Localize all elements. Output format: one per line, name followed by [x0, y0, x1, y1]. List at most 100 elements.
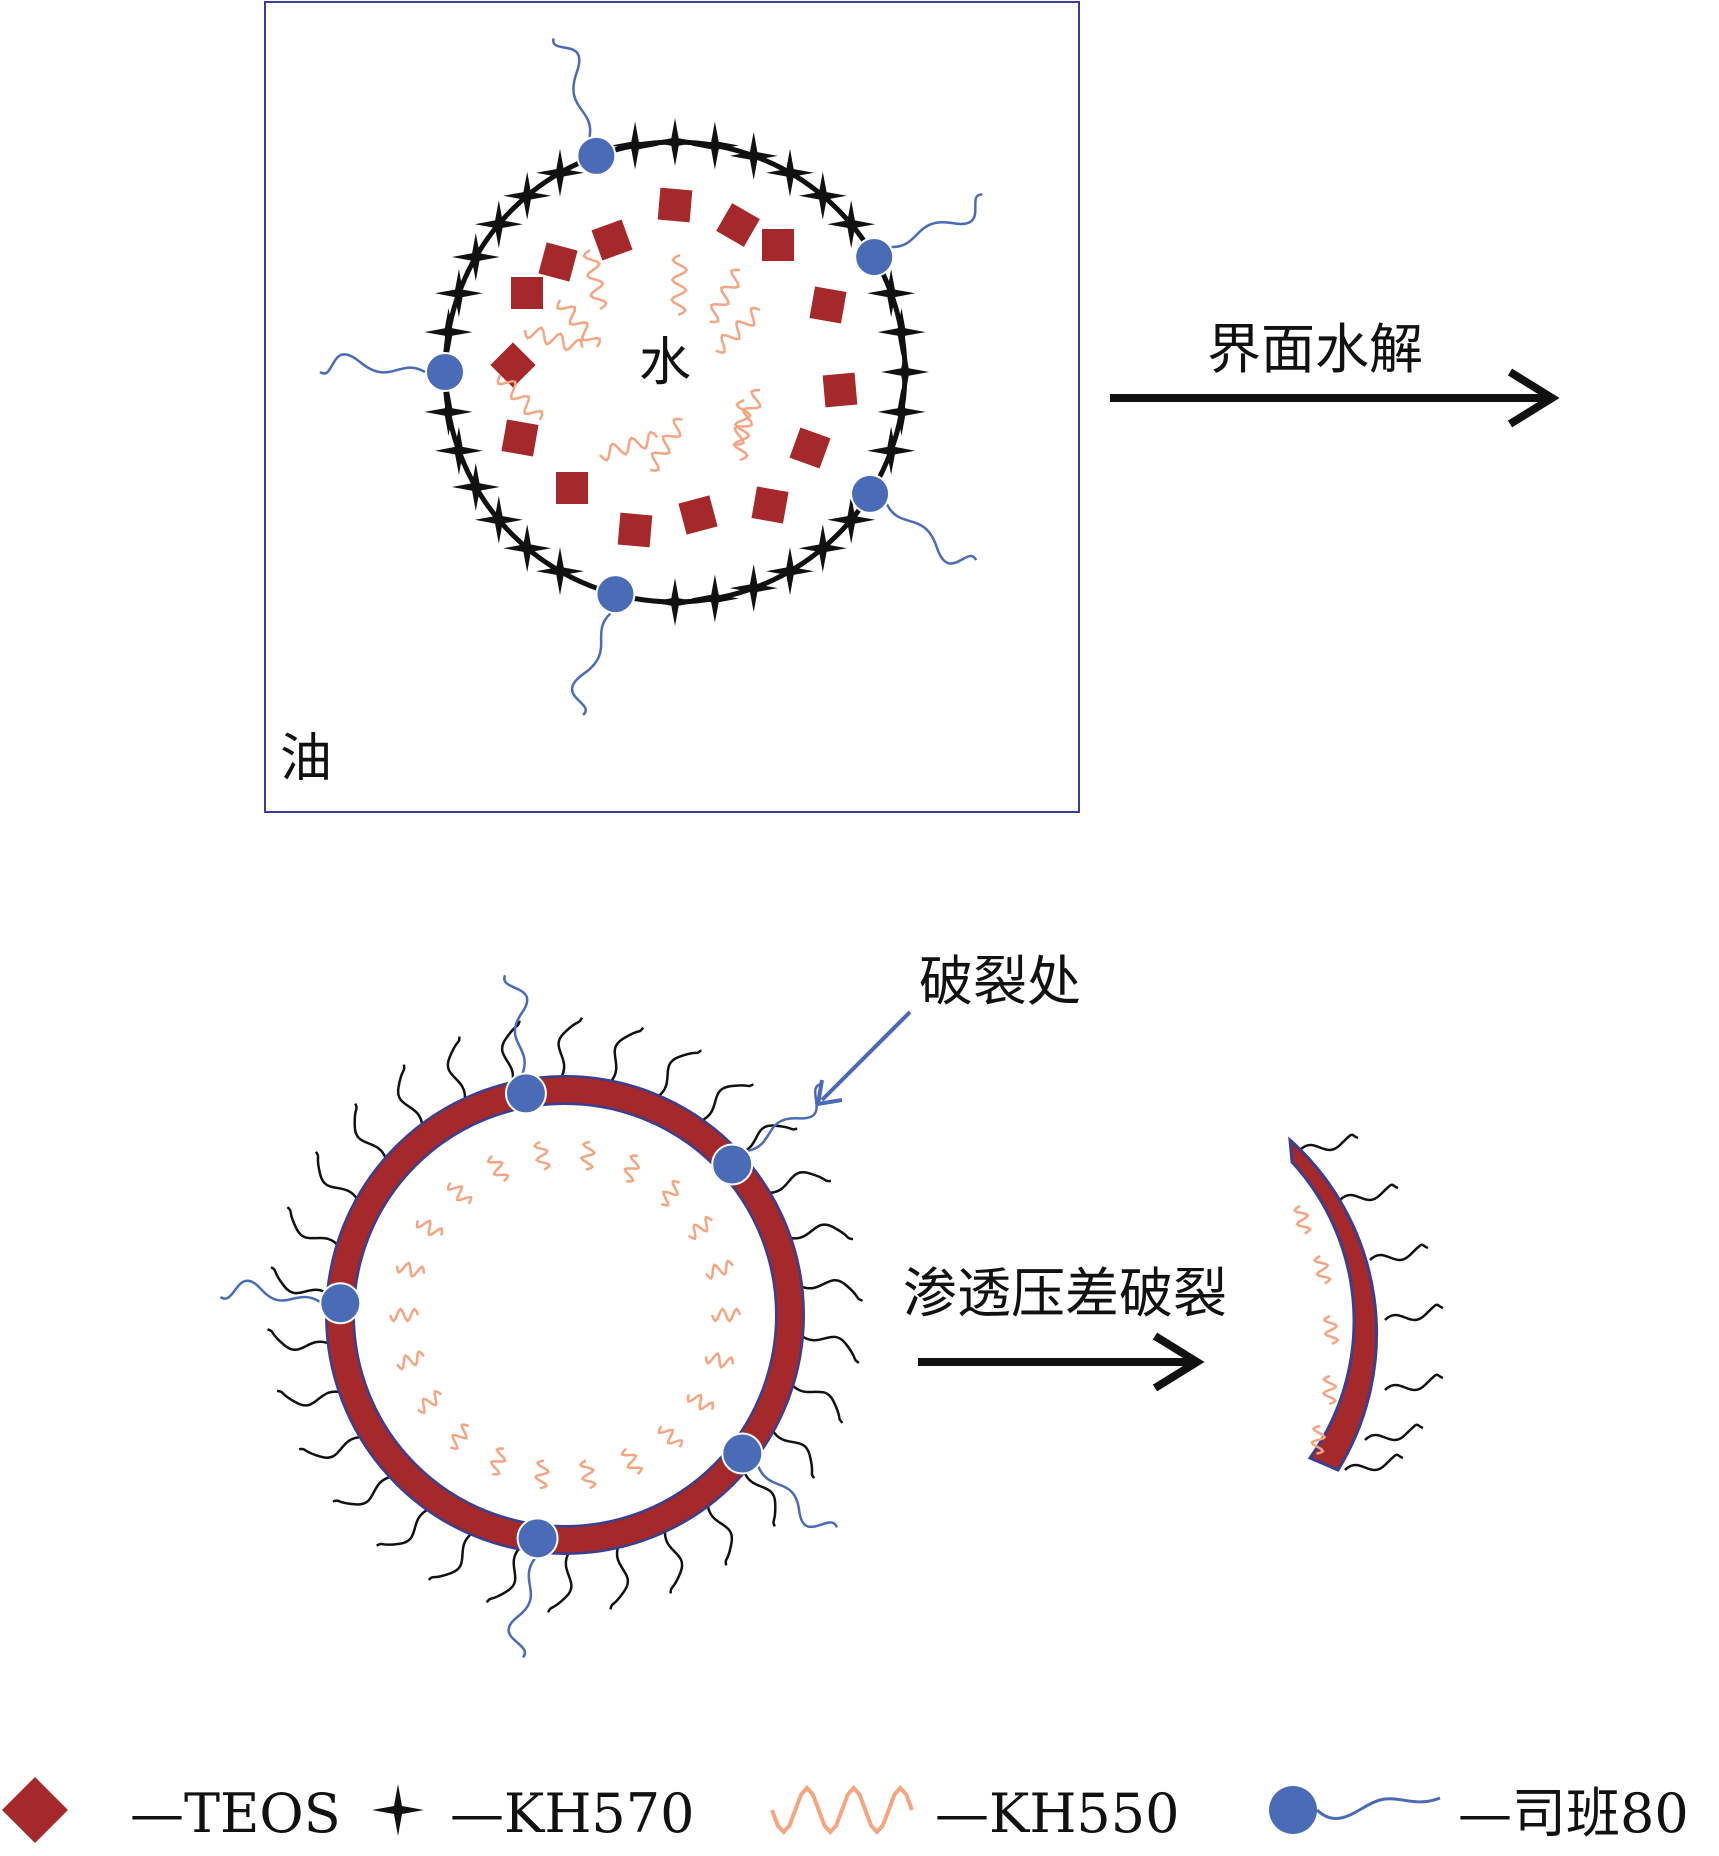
kh570-chain [788, 1223, 854, 1241]
kh550-chain [496, 374, 544, 421]
kh550-chain [687, 1215, 713, 1241]
span80-tail [570, 612, 612, 716]
kh550-chain [523, 326, 584, 352]
kh570-chain [547, 1551, 573, 1613]
kh570-molecule [729, 564, 778, 613]
kh570-molecule [424, 387, 473, 436]
kh570-chain [332, 1475, 393, 1506]
kh570-chain [1369, 1243, 1429, 1262]
teos-particle [762, 229, 794, 261]
wave-icon [770, 1785, 914, 1835]
kh550-chain [415, 1219, 444, 1237]
kh550-chain [620, 1447, 644, 1476]
rupture-site-label: 破裂处 [919, 950, 1081, 1013]
kh570-molecule [877, 308, 926, 357]
kh550-chain [657, 1425, 684, 1448]
legend-span80: —司班80 [1458, 1782, 1689, 1845]
kh570-molecule [474, 200, 523, 249]
kh550-chain [623, 1154, 641, 1183]
kh570-molecule [474, 495, 523, 544]
kh570-chain [1299, 1133, 1359, 1152]
kh570-molecule [434, 426, 483, 475]
process-arrow-2 [918, 1332, 1205, 1392]
kh550-chain [732, 399, 752, 462]
kh550-chain [486, 1154, 510, 1183]
kh570-chain [500, 1020, 521, 1085]
kh550-chain [599, 430, 659, 462]
kh570-chain [286, 1206, 340, 1247]
kh550-chain [489, 1447, 507, 1476]
teos-particle [789, 427, 831, 469]
span80-head [595, 574, 636, 615]
kh550-chain [1310, 1424, 1327, 1456]
kh550-chain [660, 1180, 680, 1207]
kh550-chain [1292, 1204, 1312, 1235]
kh550-chain [395, 1261, 426, 1279]
kh570-molecule [451, 463, 500, 511]
kh570-chain [1364, 1423, 1424, 1442]
kh550-chain [578, 1459, 598, 1490]
span80-head [516, 1517, 559, 1560]
kh570-molecule [827, 200, 876, 249]
kh550-chain [670, 253, 689, 317]
fragment-wall [1288, 1136, 1379, 1472]
kh550-chain [686, 1393, 715, 1411]
kh550-chain [533, 1459, 551, 1490]
kh550-chain [1321, 1374, 1338, 1406]
kh570-chain [663, 1529, 684, 1594]
span80-head [319, 1282, 362, 1325]
kh570-chain [485, 1546, 521, 1604]
kh570-chain [1339, 1183, 1399, 1202]
kh570-molecule [451, 233, 500, 281]
span80-tail [503, 974, 529, 1075]
kh570-chain [276, 1389, 342, 1407]
kh570-chain [799, 1278, 863, 1302]
kh570-chain [298, 1435, 362, 1459]
teos-particles [490, 187, 858, 548]
kh570-molecule [536, 148, 584, 197]
kh550-chain [710, 1307, 742, 1323]
kh570-chain [609, 1026, 645, 1084]
water-label: 水 [639, 333, 691, 393]
kh550-chain [417, 1389, 443, 1415]
kh550-chain [556, 299, 601, 348]
kh550-chain [450, 1423, 470, 1450]
span80-tail [756, 1465, 839, 1529]
teos-particle [617, 512, 653, 548]
kh570-molecule [690, 574, 739, 623]
kh570-chain [609, 1545, 630, 1610]
rupture-pointer [815, 1010, 912, 1107]
fragment-kh570-chains [1299, 1133, 1444, 1472]
kh570-molecule [536, 547, 584, 596]
teos-particle [501, 419, 539, 457]
kh570-molecule [867, 426, 916, 475]
span80-head [576, 135, 617, 176]
kh570-chain [270, 1266, 330, 1296]
shell-span80-molecules [219, 974, 839, 1659]
span80-head [504, 1072, 547, 1115]
kh570-chain [1384, 1303, 1444, 1322]
kh570-molecule [881, 348, 929, 396]
kh570-chain [768, 1171, 832, 1195]
teos-particle [556, 472, 588, 504]
span80-molecules [319, 38, 983, 716]
kh570-chain [376, 1507, 430, 1547]
span80-tail [746, 1082, 822, 1153]
kh570-chain [800, 1334, 860, 1364]
kh570-chain [706, 1504, 734, 1566]
star-icon [372, 1784, 424, 1836]
fragment-kh550-chains [1292, 1204, 1340, 1456]
kh570-molecule [651, 118, 699, 166]
span80-tail [219, 1279, 322, 1304]
kh570-molecule [766, 148, 814, 197]
kh570-chain [700, 1083, 754, 1123]
span80-tail [507, 1557, 537, 1659]
kh550-chain [715, 306, 761, 354]
kh570-ring [424, 118, 929, 626]
diamond-icon [2, 1777, 68, 1843]
kh570-molecule [827, 495, 876, 544]
water-droplet [319, 38, 983, 716]
teos-particle [822, 372, 858, 408]
kh570-chain [267, 1328, 331, 1352]
